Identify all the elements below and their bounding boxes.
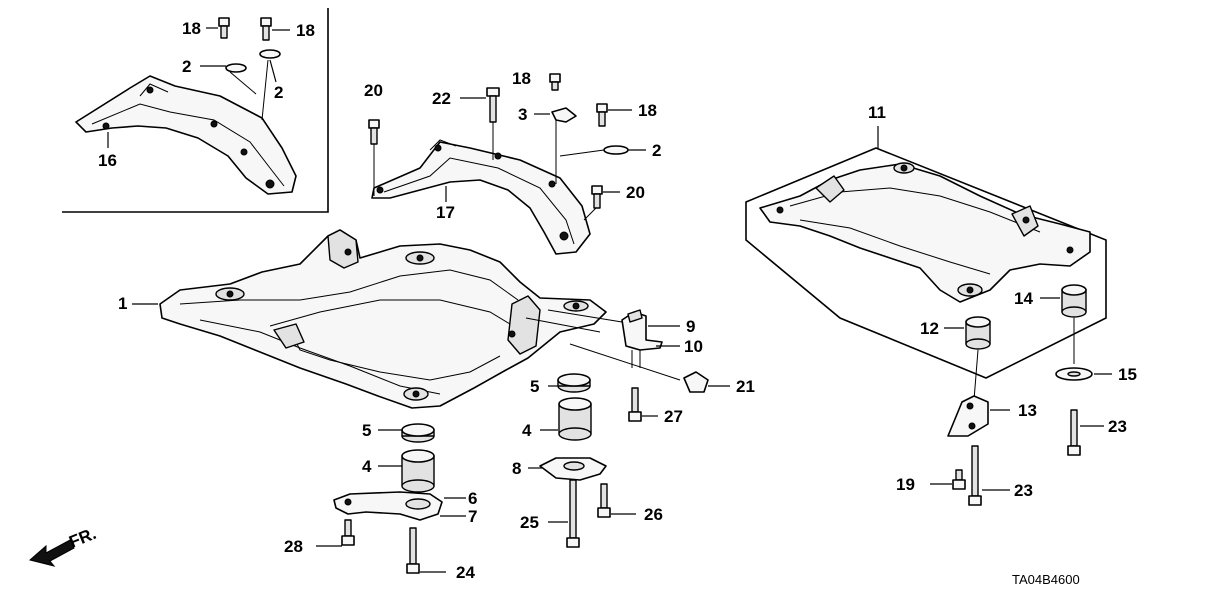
bolt-23-a — [968, 445, 1010, 506]
callout-7: 7 — [468, 507, 477, 526]
callout-24: 24 — [456, 563, 475, 582]
mount-5-b — [548, 373, 591, 393]
callout-15: 15 — [1118, 365, 1137, 384]
callout-2-b: 2 — [274, 83, 283, 102]
callout-5-b: 5 — [530, 377, 539, 396]
bolt-18-d — [596, 103, 632, 127]
part-17-rear-beam — [371, 139, 591, 255]
bolt-18-a — [218, 17, 230, 39]
washer-2-a — [200, 63, 247, 73]
callout-28: 28 — [284, 537, 303, 556]
bushing-4-a — [378, 449, 435, 493]
stopper-13 — [947, 395, 1010, 437]
callout-20-b: 20 — [626, 183, 645, 202]
callout-13: 13 — [1018, 401, 1037, 420]
callout-17: 17 — [436, 203, 455, 222]
callout-11: 11 — [868, 103, 886, 122]
bolt-22 — [460, 87, 500, 160]
callout-25: 25 — [520, 513, 539, 532]
bushing-12 — [944, 316, 991, 401]
callout-19: 19 — [896, 475, 915, 494]
callout-21: 21 — [736, 377, 755, 396]
bolt-20-b — [583, 185, 620, 221]
callout-23-a: 23 — [1014, 481, 1033, 500]
callout-3: 3 — [518, 105, 527, 124]
callout-22: 22 — [432, 89, 451, 108]
bolt-25 — [548, 479, 580, 548]
callout-14: 14 — [1014, 289, 1033, 308]
callout-2-a: 2 — [182, 57, 191, 76]
washer-2-c — [559, 145, 646, 157]
bolt-24 — [406, 527, 446, 574]
callout-4-a: 4 — [362, 457, 372, 476]
callout-5-a: 5 — [362, 421, 371, 440]
callout-18-a: 18 — [182, 19, 201, 38]
callout-23-b: 23 — [1108, 417, 1127, 436]
front-direction-arrow: FR. — [28, 524, 99, 567]
callout-27: 27 — [664, 407, 683, 426]
bracket-6-7 — [333, 491, 466, 521]
callout-4-b: 4 — [522, 421, 532, 440]
callout-2-c: 2 — [652, 141, 661, 160]
inset-rear-support-bar — [62, 8, 329, 213]
part-11-rear-subframe — [759, 162, 1091, 303]
callout-8: 8 — [512, 459, 521, 478]
callout-18-b: 18 — [296, 21, 315, 40]
washer-15 — [1055, 367, 1112, 381]
callout-9: 9 — [686, 317, 695, 336]
bolt-19 — [930, 469, 966, 490]
bolt-20-a — [368, 119, 380, 196]
bushing-14 — [1040, 284, 1087, 364]
callouts: 1 2 2 2 3 4 4 5 5 6 7 8 9 10 11 12 13 14… — [98, 19, 1137, 582]
bolt-18-c — [549, 73, 561, 91]
bushing-4-b — [540, 397, 592, 441]
callout-1: 1 — [118, 294, 127, 313]
callout-16: 16 — [98, 151, 117, 170]
washer-2-b — [259, 49, 281, 83]
callout-26: 26 — [644, 505, 663, 524]
part-16-rear-support-bar — [75, 75, 297, 195]
bolt-23-b — [1067, 409, 1104, 456]
bolt-18-b — [260, 17, 272, 41]
callout-18-c: 18 — [512, 69, 531, 88]
diagram-code: TA04B4600 — [1012, 572, 1080, 587]
stopper-8 — [528, 457, 607, 481]
rear-subframe-box — [745, 126, 1107, 379]
callout-12: 12 — [920, 319, 939, 338]
bolt-27 — [628, 387, 658, 422]
bracket-9-10 — [621, 309, 680, 368]
callout-20-a: 20 — [364, 81, 383, 100]
bolt-21 — [683, 371, 730, 393]
callout-18-d: 18 — [638, 101, 657, 120]
callout-6: 6 — [468, 489, 477, 508]
bolt-28 — [316, 519, 355, 547]
bolt-26 — [597, 483, 636, 518]
callout-10: 10 — [684, 337, 703, 356]
front-label: FR. — [66, 524, 99, 552]
bracket-3 — [534, 107, 577, 184]
mount-5-a — [378, 423, 435, 443]
part-1-front-subframe — [159, 229, 607, 409]
